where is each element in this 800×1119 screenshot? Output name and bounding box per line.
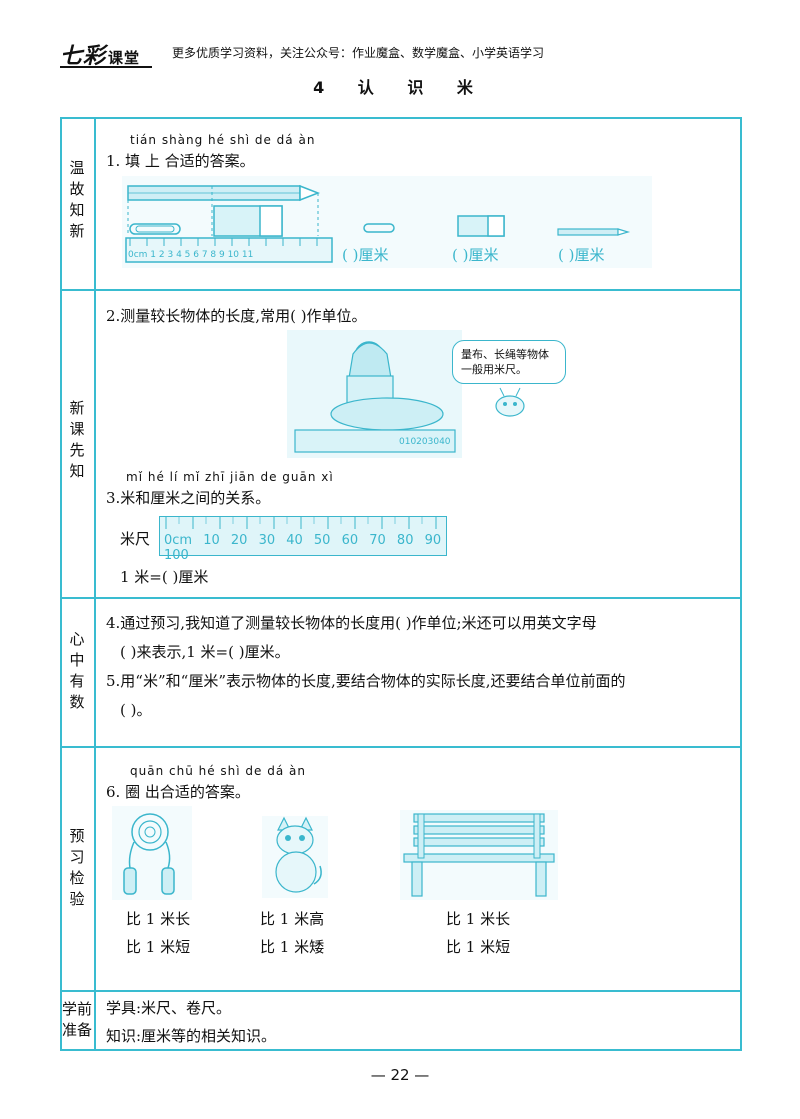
svg-text:010203040: 010203040	[399, 437, 451, 447]
section-divider-1	[60, 289, 742, 291]
q4-line2[interactable]: ( )来表示,1 米=( )厘米。	[120, 643, 290, 661]
eraser-small-icon	[457, 215, 505, 237]
section-label-preview: 新课先知	[69, 399, 85, 480]
promo-text: 更多优质学习资料，关注公众号：作业魔盒、数学魔盒、小学英语学习	[172, 46, 545, 60]
q6-text: 6. 圈 出合适的答案。	[106, 783, 250, 801]
section-divider-4	[60, 990, 742, 992]
q1-answer-blank-3[interactable]: ( )厘米	[558, 246, 605, 264]
bench-option-shorter[interactable]: 比 1 米短	[446, 938, 511, 956]
q6-pinyin: quān chū hé shì de dá àn	[130, 764, 306, 778]
meter-ruler-numbers: 0cm 10 20 30 40 50 60 70 80 90 100	[164, 533, 442, 563]
section-divider-2	[60, 597, 742, 599]
section-label-summary: 心中有数	[69, 630, 85, 711]
q2-text: 2.测量较长物体的长度,常用( )作单位。	[106, 307, 367, 325]
section-divider-3	[60, 746, 742, 748]
q3-answer[interactable]: 1 米=( )厘米	[120, 568, 209, 586]
bench-icon	[400, 810, 558, 900]
cat-option-taller[interactable]: 比 1 米高	[260, 910, 325, 928]
page-number: — 22 —	[370, 1066, 430, 1084]
meter-ruler: 0cm 10 20 30 40 50 60 70 80 90 100	[159, 516, 447, 563]
worksheet-frame	[60, 117, 742, 1051]
q1-pinyin: tián shàng hé shì de dá àn	[130, 133, 316, 147]
q2-illustration: 010203040	[287, 330, 462, 458]
eraser-icon	[213, 205, 283, 237]
cat-icon	[262, 816, 328, 898]
ruler-ticks	[165, 517, 437, 529]
page-title: 4 认 识 米	[313, 78, 487, 97]
q2-speech-bubble: 量布、长绳等物体一般用米尺。	[452, 340, 566, 384]
paperclip-small-icon	[363, 223, 395, 233]
bench-option-longer[interactable]: 比 1 米长	[446, 910, 511, 928]
prep-knowledge: 知识:厘米等的相关知识。	[106, 1027, 277, 1045]
prep-tools: 学具:米尺、卷尺。	[106, 999, 232, 1017]
meter-ruler-label: 米尺	[120, 530, 151, 548]
bug-mascot-icon	[495, 387, 525, 417]
ruler-small-icon	[125, 237, 333, 263]
logo-underline	[60, 66, 152, 68]
q3-pinyin: mǐ hé lí mǐ zhī jiān de guān xì	[126, 470, 334, 484]
pencil-icon	[127, 184, 321, 202]
section-label-prep: 学前准备	[62, 1000, 93, 1039]
cat-option-shorter[interactable]: 比 1 米矮	[260, 938, 325, 956]
paperclip-icon	[129, 223, 181, 235]
brand-logo: 七彩课堂	[60, 38, 140, 70]
q1-answer-blank-1[interactable]: ( )厘米	[342, 246, 389, 264]
q4-line1: 4.通过预习,我知道了测量较长物体的长度用( )作单位;米还可以用英文字母	[106, 614, 597, 632]
q5-line2[interactable]: ( )。	[120, 701, 152, 719]
q3-text: 3.米和厘米之间的关系。	[106, 489, 271, 507]
logo-sub: 课堂	[108, 49, 141, 67]
section-label-review: 温故知新	[69, 159, 85, 240]
q1-text: 1. 填 上 合适的答案。	[106, 152, 255, 170]
q1-illustration	[122, 176, 652, 268]
logo-main: 七彩	[60, 43, 107, 69]
pencil-small-icon	[557, 228, 631, 236]
q1-answer-blank-2[interactable]: ( )厘米	[452, 246, 499, 264]
rope-option-shorter[interactable]: 比 1 米短	[126, 938, 191, 956]
section-label-check: 预习检验	[69, 827, 85, 908]
jump-rope-icon	[112, 806, 192, 900]
section-divider-vertical	[94, 117, 96, 1051]
q1-ruler-numbers: 0cm 1 2 3 4 5 6 7 8 9 10 11	[128, 250, 254, 260]
rope-option-longer[interactable]: 比 1 米长	[126, 910, 191, 928]
q5-line1: 5.用“米”和“厘米”表示物体的长度,要结合物体的实际长度,还要结合单位前面的	[106, 672, 626, 690]
girl-measuring-cloth-icon	[294, 341, 456, 453]
